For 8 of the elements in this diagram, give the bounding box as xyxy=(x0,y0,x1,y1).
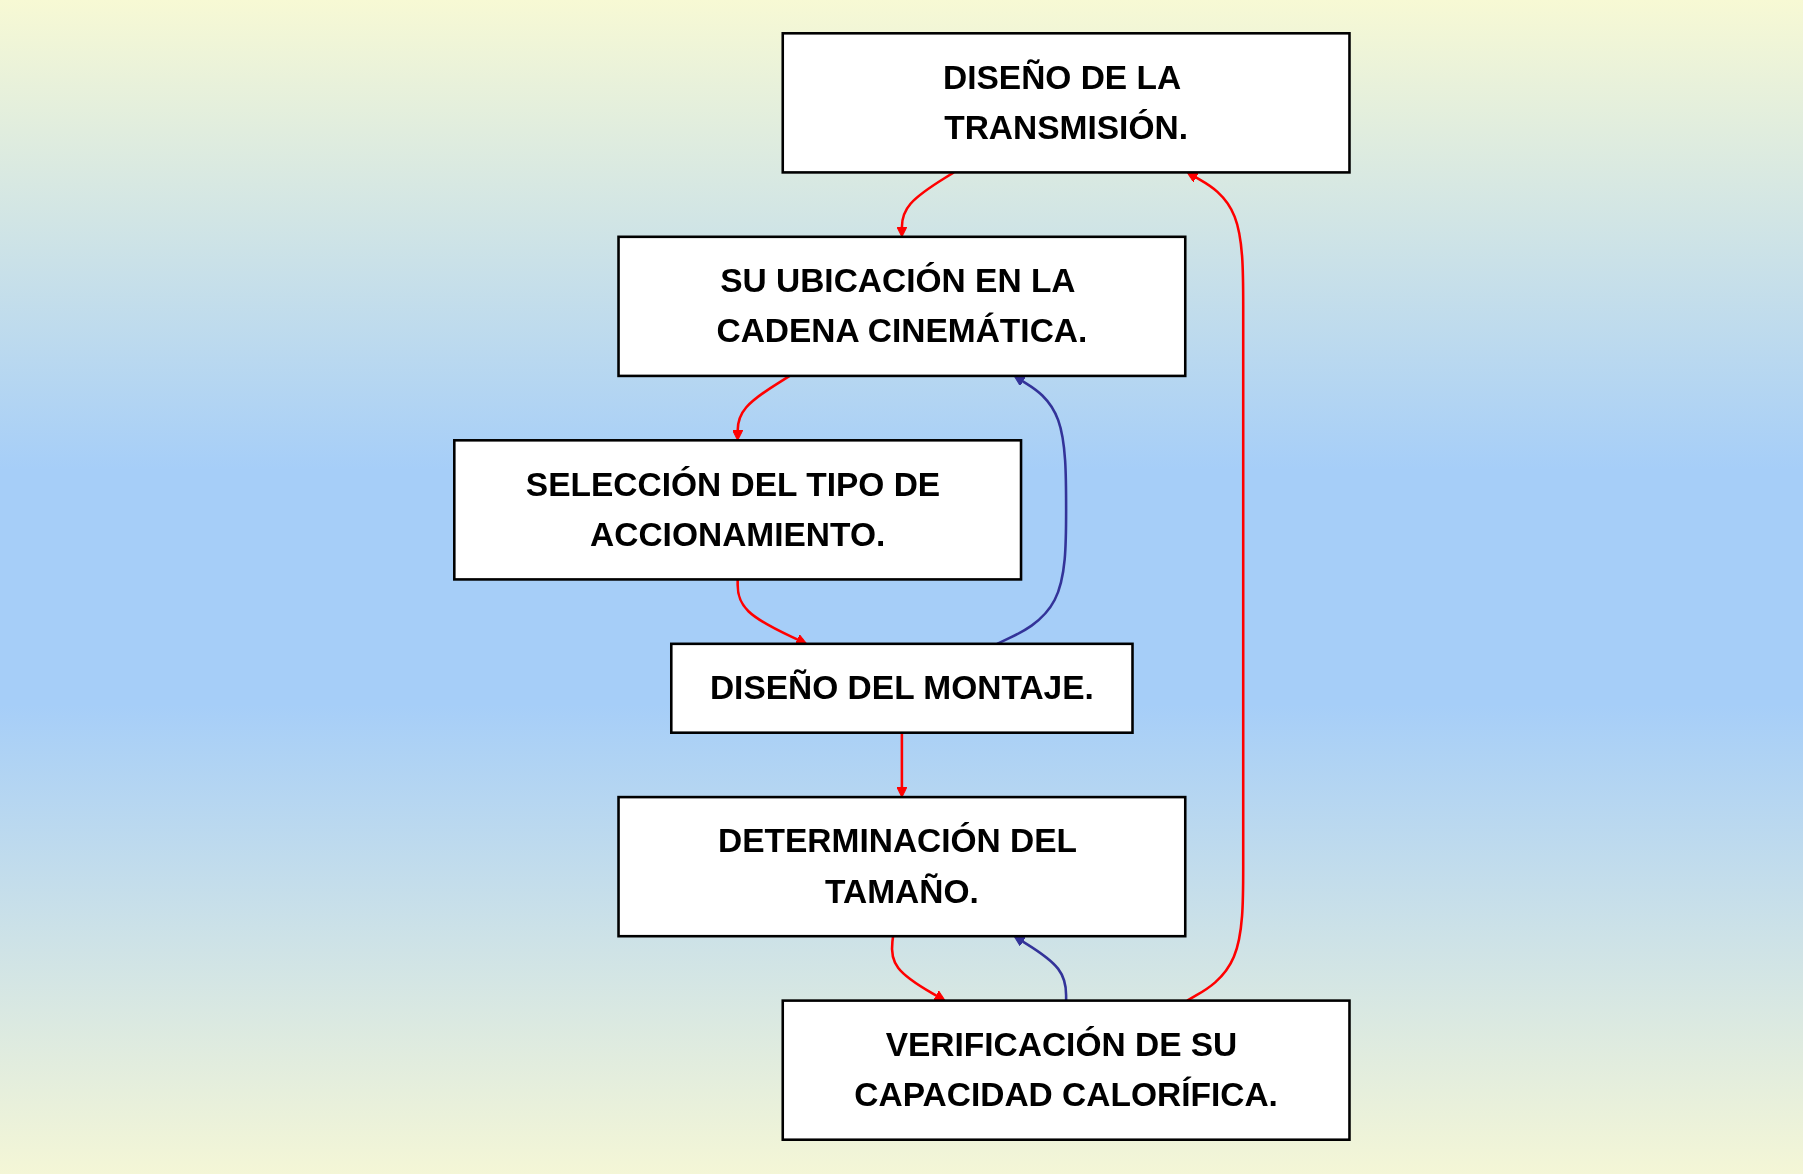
node-box: VERIFICACIÓN DE SU CAPACIDAD CALORÍFICA. xyxy=(781,999,1351,1142)
node-box: DISEÑO DE LA TRANSMISIÓN. xyxy=(781,32,1351,175)
node-box: DETERMINACIÓN DEL TAMAÑO. xyxy=(616,796,1187,938)
arrow xyxy=(1013,936,1067,1002)
node-box: DISEÑO DEL MONTAJE. xyxy=(669,643,1134,735)
arrow xyxy=(890,936,946,1002)
node-box: SELECCIÓN DEL TIPO DE ACCIONAMIENTO. xyxy=(452,439,1022,582)
node-box: SU UBICACIÓN EN LA CADENA CINEMÁTICA. xyxy=(616,236,1187,378)
